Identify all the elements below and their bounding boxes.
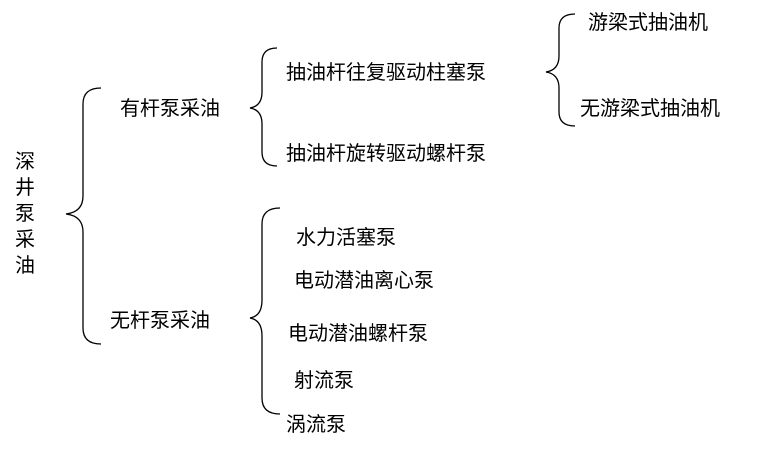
- brace-rodless-pump: [249, 207, 281, 415]
- leaf-beamless-pumping-unit: 无游梁式抽油机: [580, 96, 720, 120]
- node-rotary-screw-pump: 抽油杆旋转驱动螺杆泵: [286, 141, 486, 165]
- leaf-beam-pumping-unit: 游梁式抽油机: [588, 10, 708, 34]
- branch-rodless-pump: 无杆泵采油: [110, 308, 210, 332]
- root-label: 深井泵采油: [15, 149, 35, 277]
- node-reciprocating-plunger-pump: 抽油杆往复驱动柱塞泵: [286, 60, 486, 84]
- leaf-esp-centrifugal-pump: 电动潜油离心泵: [294, 268, 434, 292]
- brace-reciprocating: [545, 13, 576, 127]
- leaf-jet-pump: 射流泵: [294, 368, 354, 392]
- brace-root: [65, 87, 102, 345]
- brace-rod-pump: [249, 47, 278, 167]
- leaf-esp-screw-pump: 电动潜油螺杆泵: [288, 321, 428, 345]
- leaf-vortex-pump: 涡流泵: [286, 412, 346, 436]
- leaf-hydraulic-piston-pump: 水力活塞泵: [296, 225, 396, 249]
- branch-rod-pump: 有杆泵采油: [120, 96, 220, 120]
